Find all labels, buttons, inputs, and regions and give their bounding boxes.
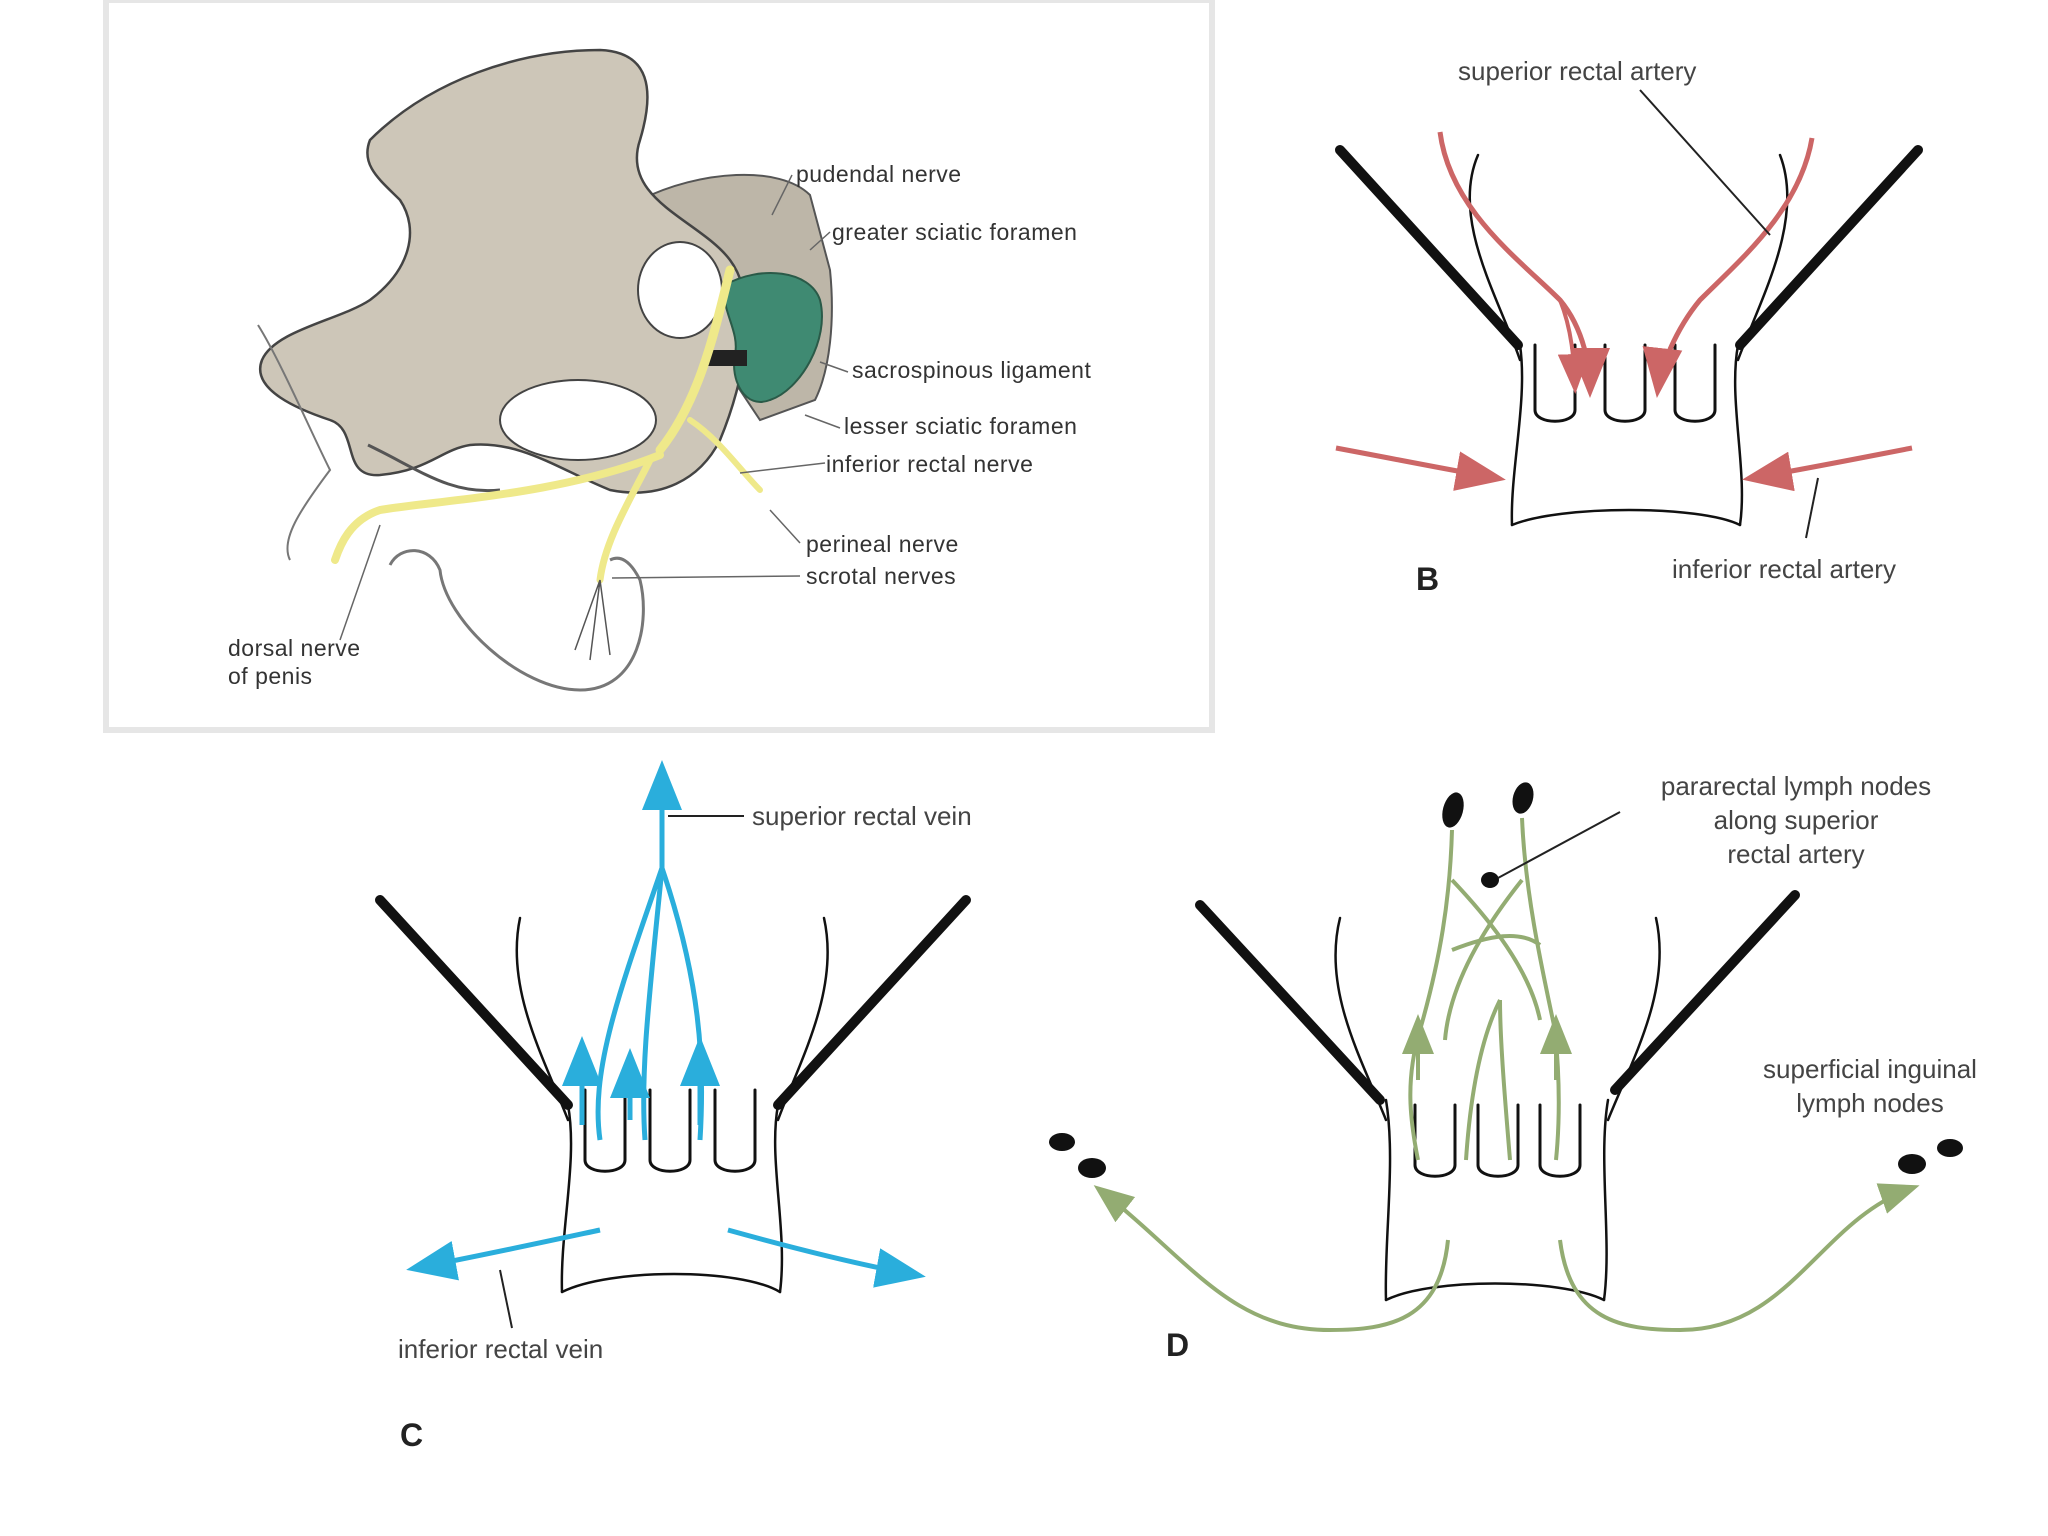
label-scrotal-nerves: scrotal nerves	[806, 563, 956, 589]
ischial-spine-clamp	[705, 350, 747, 366]
inferior-rectal-artery-left	[1335, 445, 1506, 491]
pudendal-nerve	[655, 265, 735, 455]
panel-c-venous-drainage: superior rectal vein inferior rectal vei…	[375, 760, 972, 1453]
leader-inferior-rectal-artery	[1805, 477, 1819, 539]
panel-letter-b: B	[1416, 561, 1439, 597]
leader-pararectal-nodes	[1497, 811, 1621, 879]
inguinal-node-left-1	[1049, 1133, 1075, 1151]
scrotal-nerves	[574, 579, 611, 661]
label-inguinal-line2: lymph nodes	[1796, 1088, 1943, 1118]
label-inferior-rectal-nerve: inferior rectal nerve	[826, 451, 1033, 477]
superior-rectal-artery-right	[1642, 137, 1815, 398]
scrotum-outline	[388, 549, 645, 692]
dorsal-nerve-of-penis	[331, 451, 664, 564]
pararectal-node-left	[1442, 792, 1464, 828]
inferior-rectal-vein-right	[727, 1227, 926, 1288]
leader-superior-rectal-artery	[1639, 89, 1771, 236]
thigh-outline	[257, 324, 332, 561]
label-dorsal-nerve-line2: of penis	[228, 663, 313, 689]
pararectal-node-mid	[1481, 872, 1499, 888]
inguinal-lymph-vessel-right	[1558, 1183, 1920, 1333]
panel-b-arterial-supply: superior rectal artery inferior rectal a…	[1335, 56, 1923, 597]
label-dorsal-nerve-line1: dorsal nerve	[228, 635, 361, 661]
label-pararectal-line1: pararectal lymph nodes	[1661, 771, 1931, 801]
superior-rectal-artery-mid	[1557, 299, 1590, 394]
superior-rectal-vein-branch-2	[641, 867, 665, 1141]
hip-bone	[258, 48, 748, 494]
pubic-ramus	[367, 443, 501, 493]
inguinal-node-left-2	[1078, 1158, 1106, 1178]
greater-sciatic-foramen	[637, 241, 723, 339]
label-inferior-rectal-artery: inferior rectal artery	[1672, 554, 1896, 584]
label-pudendal-nerve: pudendal nerve	[796, 161, 962, 187]
superior-rectal-vein-branch-3	[659, 867, 705, 1141]
inguinal-node-right-2	[1937, 1139, 1963, 1157]
perineal-nerve-branch	[596, 456, 654, 584]
obturator-foramen	[499, 379, 657, 461]
anal-canal-d	[1195, 890, 1800, 1302]
pararectal-node-right	[1512, 782, 1534, 814]
label-perineal-nerve: perineal nerve	[806, 531, 959, 557]
label-pararectal-line2: along superior	[1714, 805, 1879, 835]
inguinal-node-right-1	[1898, 1154, 1926, 1174]
superior-rectal-vein-branch-1	[595, 867, 665, 1141]
inguinal-lymph-vessel-left	[1093, 1185, 1450, 1333]
label-lesser-sciatic-foramen: lesser sciatic foramen	[844, 413, 1077, 439]
panel-a-leaders	[339, 174, 849, 641]
label-superior-rectal-vein: superior rectal vein	[752, 801, 972, 831]
label-greater-sciatic-foramen: greater sciatic foramen	[832, 219, 1077, 245]
leader-inferior-rectal-vein	[499, 1269, 513, 1329]
panel-letter-d: D	[1166, 1327, 1189, 1363]
inferior-rectal-nerve-branch	[687, 417, 763, 493]
label-sacrospinous-ligament: sacrospinous ligament	[852, 357, 1091, 383]
panel-letter-c: C	[400, 1417, 423, 1453]
inferior-rectal-artery-right	[1742, 445, 1913, 492]
panel-d-lymphatic-drainage: pararectal lymph nodes along superior re…	[1049, 771, 1977, 1363]
label-inferior-rectal-vein: inferior rectal vein	[398, 1334, 603, 1364]
anal-canal-c	[375, 895, 971, 1294]
label-inguinal-line1: superficial inguinal	[1763, 1054, 1977, 1084]
label-pararectal-line3: rectal artery	[1727, 839, 1864, 869]
panel-a-pudendal-nerve: pudendal nerve greater sciatic foramen s…	[103, 0, 1215, 733]
anal-canal-b	[1335, 145, 1923, 527]
pararectal-lymph-vessels	[1408, 817, 1561, 1161]
sacrospinous-ligament	[723, 272, 823, 403]
inferior-rectal-vein-left	[406, 1227, 601, 1281]
label-superior-rectal-artery: superior rectal artery	[1458, 56, 1696, 86]
